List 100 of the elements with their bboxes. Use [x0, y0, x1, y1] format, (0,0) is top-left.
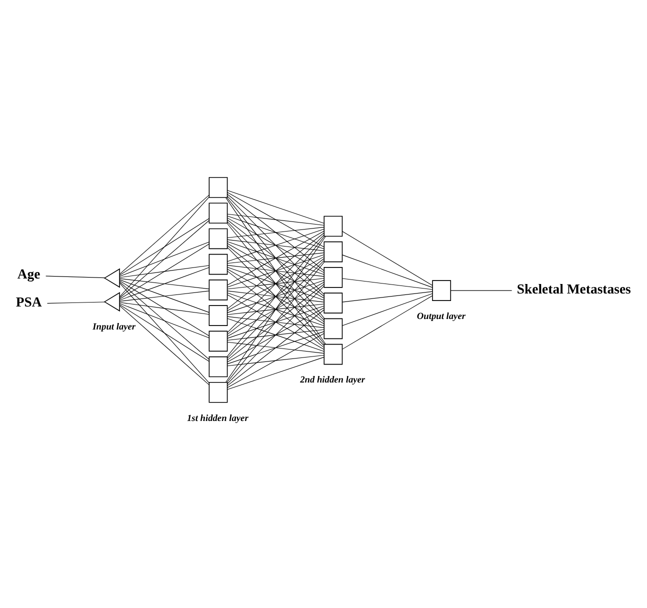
- connector: [227, 284, 324, 360]
- connector: [227, 308, 324, 362]
- connector: [227, 214, 324, 226]
- connector: [119, 278, 210, 290]
- connector: [227, 216, 324, 250]
- connector: [119, 267, 210, 300]
- connector: [227, 247, 324, 346]
- connector: [342, 231, 433, 286]
- connector: [227, 278, 324, 290]
- node-box: [324, 344, 343, 365]
- node-box: [208, 202, 228, 224]
- connector: [342, 295, 433, 350]
- node-text: Skeletal Metastases: [516, 281, 631, 296]
- connector: [119, 265, 210, 278]
- label: Output layer: [416, 312, 466, 322]
- node-box: [208, 177, 228, 198]
- connector: [226, 222, 325, 344]
- connector: [227, 268, 324, 324]
- node-text: Age: [17, 266, 40, 282]
- connector: [342, 278, 433, 290]
- connector: [119, 282, 210, 384]
- connector: [227, 230, 324, 286]
- label: 1st hidden layer: [187, 414, 248, 424]
- connector: [227, 256, 324, 312]
- node-box: [208, 382, 228, 403]
- node-box: [208, 330, 228, 352]
- connector: [227, 232, 324, 310]
- connector: [226, 236, 326, 383]
- connector: [227, 228, 324, 262]
- connector: [119, 220, 210, 298]
- connector: [119, 218, 210, 276]
- connector: [226, 236, 325, 357]
- connector: [119, 242, 210, 277]
- connector: [227, 194, 324, 271]
- connector: [227, 220, 324, 296]
- connector: [227, 245, 324, 322]
- node-triangle: [104, 292, 120, 312]
- connector: [46, 302, 106, 304]
- connector: [227, 243, 324, 298]
- connector: [46, 276, 106, 278]
- connector: [227, 192, 324, 248]
- connector: [227, 196, 324, 295]
- node-box: [324, 241, 343, 262]
- node-box: [208, 356, 228, 378]
- connector: [119, 194, 210, 274]
- node-box: [208, 228, 228, 250]
- node-box: [324, 318, 343, 340]
- connector: [342, 291, 433, 302]
- node-box: [208, 280, 228, 300]
- connector: [227, 266, 324, 300]
- connector: [227, 290, 324, 302]
- connector: [119, 304, 210, 362]
- connector: [226, 197, 325, 319]
- connector: [227, 316, 324, 328]
- connector: [227, 304, 324, 315]
- connector: [119, 302, 210, 315]
- node-triangle: [104, 268, 120, 288]
- connector: [227, 280, 324, 313]
- connector: [227, 294, 324, 350]
- connector: [227, 270, 324, 348]
- connector: [227, 292, 324, 326]
- connector: [119, 279, 210, 313]
- connector: [227, 310, 324, 386]
- connector: [227, 354, 324, 366]
- connector: [227, 356, 324, 390]
- connector: [227, 286, 324, 384]
- connector: [227, 342, 324, 354]
- connector: [119, 196, 210, 298]
- connector: [119, 305, 210, 386]
- connector: [119, 282, 210, 360]
- node-box: [324, 216, 343, 237]
- connector: [227, 333, 324, 388]
- connector: [226, 262, 325, 383]
- node-box: [324, 267, 343, 288]
- label: Input layer: [92, 322, 136, 333]
- connector: [227, 282, 324, 337]
- connector: [227, 329, 324, 340]
- label: 2nd hidden layer: [300, 376, 366, 386]
- connector: [450, 290, 512, 291]
- connector: [119, 290, 210, 302]
- connector: [227, 190, 324, 224]
- connector: [227, 258, 324, 335]
- connector: [119, 303, 210, 338]
- connector: [227, 222, 324, 320]
- connector: [119, 280, 210, 336]
- connector: [227, 260, 324, 358]
- node-box: [208, 305, 228, 326]
- connector: [226, 197, 326, 345]
- connector: [227, 331, 324, 364]
- node-box: [324, 292, 343, 314]
- node-box: [208, 254, 228, 275]
- connector: [342, 293, 433, 326]
- connector: [227, 241, 324, 275]
- connector: [342, 254, 433, 288]
- connector: [227, 234, 324, 333]
- connector: [227, 254, 324, 288]
- connector: [227, 218, 324, 273]
- connector: [119, 244, 210, 300]
- node-box: [432, 280, 452, 301]
- connector: [227, 239, 324, 252]
